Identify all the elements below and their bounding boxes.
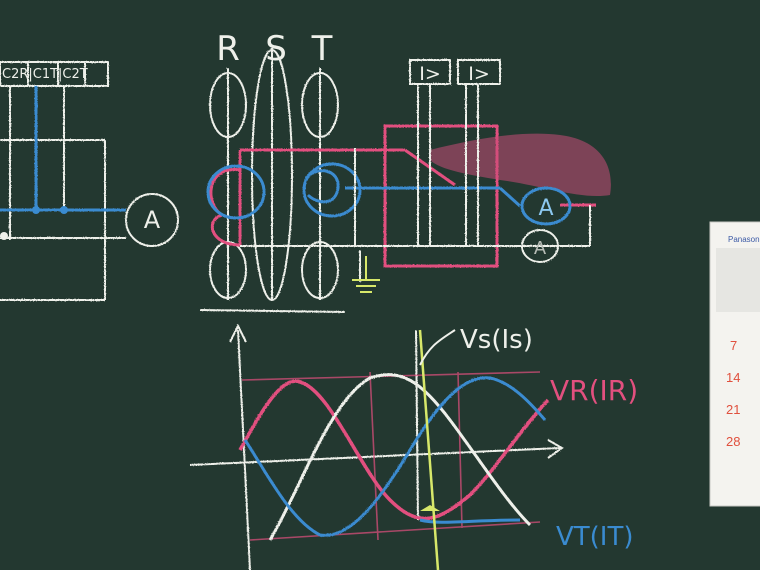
calendar-date-4: 28 <box>726 434 740 449</box>
ammeter-s-label: A <box>534 238 547 259</box>
wave-r <box>238 379 550 521</box>
wave-label-r: VR(IR) <box>550 374 638 407</box>
ammeter-t-label: A <box>538 196 553 221</box>
ammeter-circuit-left <box>0 61 179 301</box>
blue-circuit <box>206 162 572 226</box>
top-left-header: C2R|C1T|C2T <box>2 67 88 82</box>
calendar-date-3: 21 <box>726 402 740 417</box>
phase-label-t: T <box>311 29 333 69</box>
pink-secondary-wiring <box>209 124 596 268</box>
relay-label-2: I> <box>468 63 490 85</box>
calendar-brand: Panasonic <box>728 235 760 244</box>
ground-symbol <box>352 256 380 293</box>
white-circuit <box>240 59 591 282</box>
wall-calendar: Panasonic 7 14 21 28 <box>709 221 760 507</box>
wave-s <box>268 373 532 541</box>
relay-label-1: I> <box>419 63 441 85</box>
wave-axes <box>189 323 564 570</box>
phase-label-s: S <box>265 29 287 69</box>
wave-label-t: VT(IT) <box>556 522 634 552</box>
yellow-marker-line <box>418 329 440 570</box>
ammeter-main-label: A <box>144 206 161 234</box>
wave-t <box>243 376 547 537</box>
calendar-date-2: 14 <box>726 370 740 385</box>
wave-label-s: Vs(Is) <box>460 325 533 355</box>
calendar-date-1: 7 <box>730 338 737 353</box>
current-transformers <box>199 48 346 313</box>
phase-label-r: R <box>216 29 240 69</box>
erased-smudge <box>430 133 611 197</box>
